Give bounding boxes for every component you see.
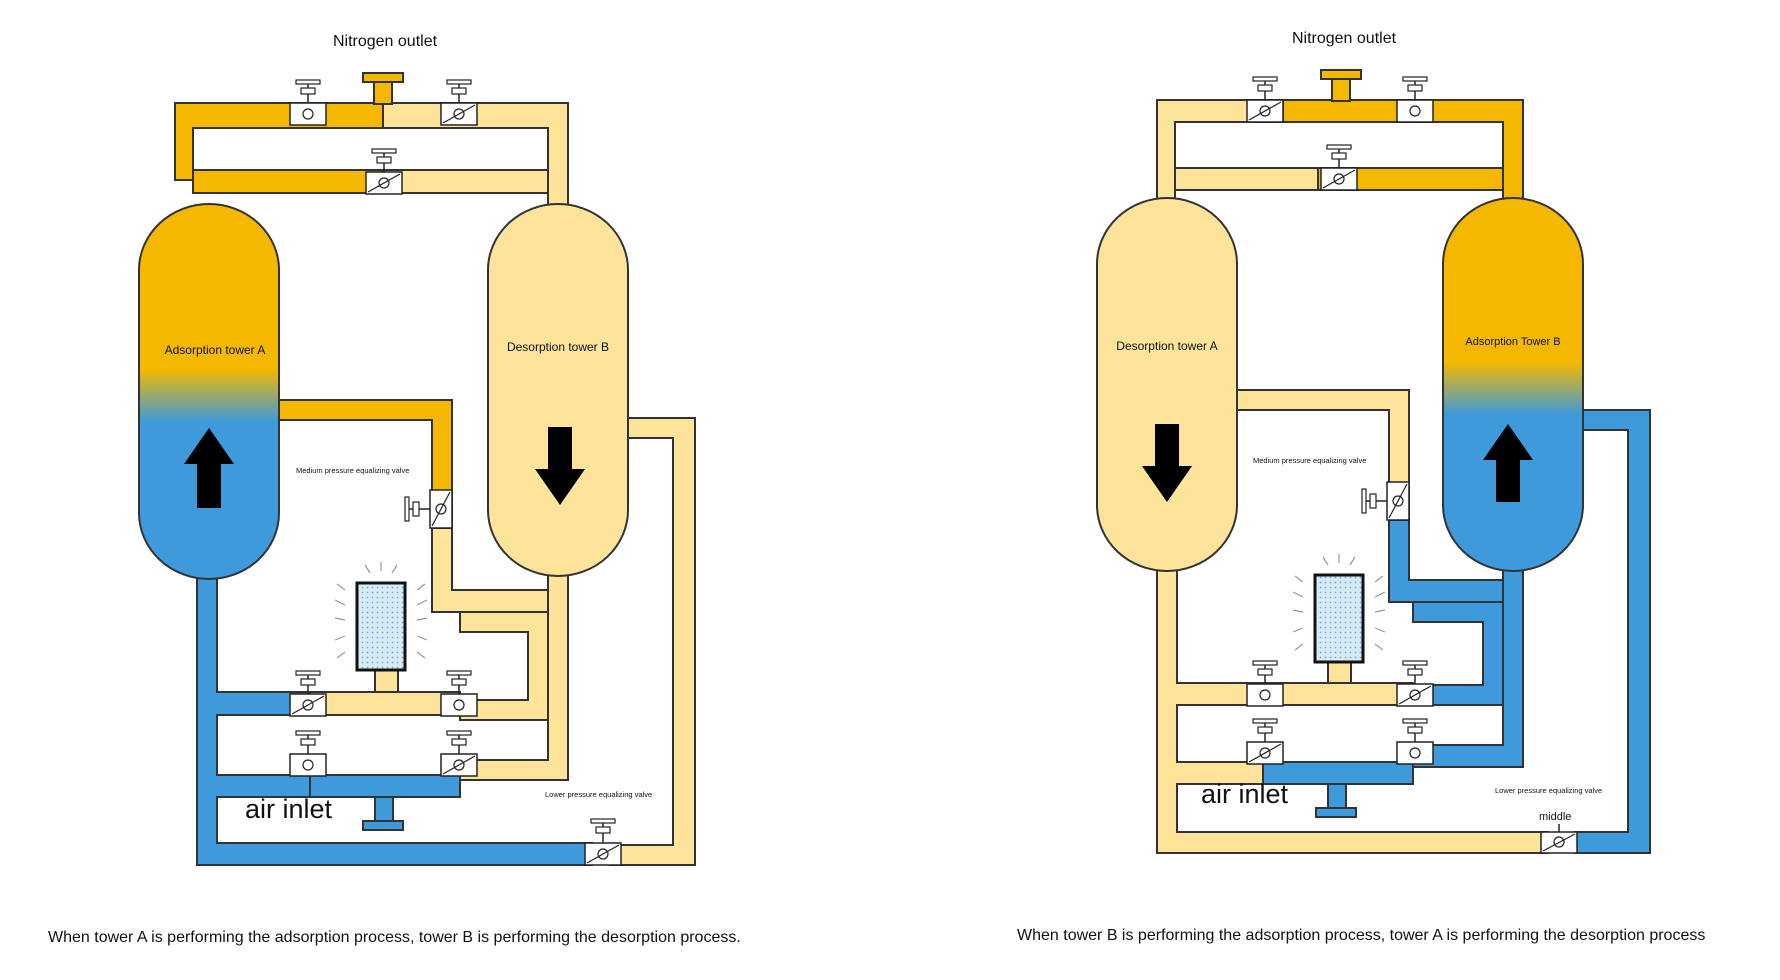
lower-pressure-equalizing-valve[interactable] [584,818,622,866]
tower-a-flow-arrow-up [184,428,234,508]
nitrogen-outlet-flange [1320,69,1362,80]
air-inlet-flange [1315,807,1357,818]
tower-b-vessel [487,203,629,577]
panel-tower-b-adsorption: Nitrogen outlet Desorption tower A Adsor… [1017,30,1705,944]
medium-pressure-equalizing-valve[interactable] [404,489,453,529]
tower-b-label: Desorption tower B [507,340,609,354]
medium-valve-label: Medium pressure equalizing valve [296,466,409,475]
bottom-mid-pipe-lower [1262,761,1414,785]
valve-bottom-upper-left[interactable] [1246,660,1284,707]
panel-tower-a-adsorption: Nitrogen outlet Adsorption tower A Desor… [48,33,741,946]
valve-bottom-upper-right[interactable] [440,670,478,717]
air-inlet-label: air inlet [245,794,333,824]
bottom-mid-pipe-lower [309,774,461,798]
valve-bottom-lower-left[interactable] [1246,718,1284,765]
panel-caption: When tower B is performing the adsorptio… [1017,927,1705,944]
tower-b-flow-arrow-down [535,427,585,505]
nitrogen-outlet-label: Nitrogen outlet [1292,30,1397,47]
valve-bottom-lower-right[interactable] [440,730,478,777]
valve-bottom-upper-left[interactable] [289,670,327,717]
valve-bottom-lower-left[interactable] [289,730,327,777]
nitrogen-outlet-stem [1331,78,1351,102]
nitrogen-outlet-label: Nitrogen outlet [333,33,438,50]
nitrogen-outlet-flange [362,72,404,83]
top-inner-pipe-right [382,169,549,194]
valve-bottom-upper-right[interactable] [1396,660,1434,707]
tower-b-label: Adsorption Tower B [1465,336,1560,348]
air-inlet-stem [1327,783,1347,809]
lower-valve-label: Lower pressure equalizing valve [545,790,652,799]
tower-a-vessel [1096,197,1238,572]
tower-a-vessel [138,203,280,580]
lower-valve-label: Lower pressure equalizing valve [1495,786,1602,795]
air-inlet-label: air inlet [1201,779,1289,809]
valve-top-middle[interactable] [365,148,403,195]
filter-glow-lines [334,562,428,659]
medium-pressure-equalizing-valve[interactable] [1361,481,1410,521]
lower-pressure-equalizing-valve[interactable] [1540,824,1578,854]
tower-a-flow-arrow-down [1142,424,1192,502]
valve-top-left[interactable] [289,79,327,126]
medium-valve-label: Medium pressure equalizing valve [1253,456,1366,465]
valve-bottom-lower-right[interactable] [1396,718,1434,765]
filter-cartridge [1313,573,1365,664]
bottom-mid-pipe-upper [1262,682,1414,706]
top-inner-pipe-left [1174,167,1319,191]
top-inner-pipe-left [192,169,384,194]
filter-glow-lines [1292,554,1386,651]
filter-connector-pipe [1327,661,1352,684]
middle-label: middle [1539,811,1571,823]
nitrogen-outlet-stem [373,81,393,105]
filter-cartridge [355,581,407,672]
top-outer-pipe-left [174,102,384,181]
tower-b-flow-arrow-up [1483,424,1533,502]
air-inlet-stem [374,796,394,822]
bottom-mid-pipe-upper [309,691,461,716]
air-inlet-flange [362,820,404,831]
tower-b-vessel [1442,197,1584,572]
valve-top-right[interactable] [440,79,478,126]
filter-connector-pipe [374,669,399,693]
tower-a-label: Adsorption tower A [165,343,266,357]
tower-a-label: Desorption tower A [1116,339,1217,353]
valve-top-left[interactable] [1246,76,1284,123]
panel-caption: When tower A is performing the adsorptio… [48,929,741,946]
valve-top-right[interactable] [1396,76,1434,123]
top-inner-pipe-right [1317,167,1504,191]
valve-top-middle[interactable] [1320,144,1358,191]
